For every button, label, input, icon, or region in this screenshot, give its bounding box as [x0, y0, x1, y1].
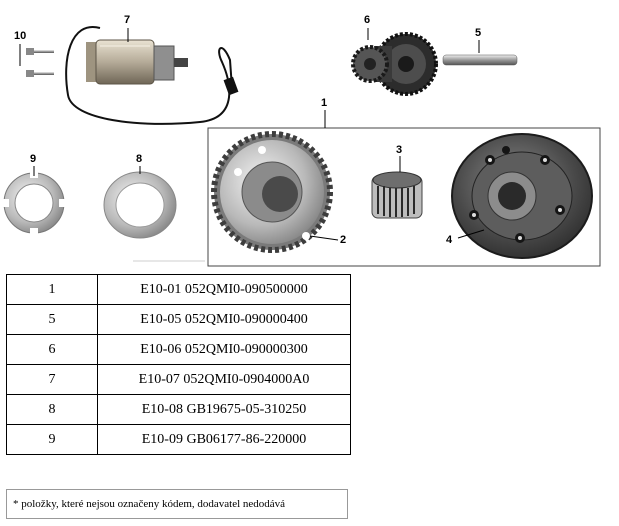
gear-cluster-part-6 — [351, 32, 438, 96]
large-gear-part-2 — [211, 131, 333, 253]
part-number-cell: 8 — [6, 394, 98, 425]
table-row: 7 E10-07 052QMI0-0904000A0 — [6, 364, 351, 395]
callout-3: 3 — [396, 144, 403, 156]
part-number-cell: 5 — [6, 304, 98, 335]
part-number-cell: 6 — [6, 334, 98, 365]
part-code-cell: E10-05 052QMI0-090000400 — [97, 304, 351, 335]
starter-motor-part-7 — [65, 25, 239, 125]
bolt-part-10 — [19, 44, 54, 77]
table-row: 5 E10-05 052QMI0-090000400 — [6, 304, 351, 335]
table-row: 9 E10-09 GB06177-86-220000 — [6, 424, 351, 455]
table-row: 1 E10-01 052QMI0-090500000 — [6, 274, 351, 305]
callout-10: 10 — [14, 30, 27, 42]
part-code-cell: E10-01 052QMI0-090500000 — [97, 274, 351, 305]
callout-4: 4 — [446, 234, 453, 246]
washer-part-8 — [103, 171, 177, 239]
part-code-cell: E10-08 GB19675-05-310250 — [97, 394, 351, 425]
part-number-cell: 9 — [6, 424, 98, 455]
parts-table: 1 E10-01 052QMI0-090500000 5 E10-05 052Q… — [6, 274, 351, 455]
callout-8: 8 — [136, 153, 143, 165]
part-number-cell: 7 — [6, 364, 98, 395]
lock-nut-part-9 — [3, 172, 65, 234]
table-row: 8 E10-08 GB19675-05-310250 — [6, 394, 351, 425]
part-code-cell: E10-07 052QMI0-0904000A0 — [97, 364, 351, 395]
part-code-cell: E10-06 052QMI0-090000300 — [97, 334, 351, 365]
callout-1: 1 — [321, 97, 328, 109]
callout-2: 2 — [340, 234, 347, 246]
callout-6: 6 — [364, 14, 371, 26]
footnote: * položky, které nejsou označeny kódem, … — [6, 489, 348, 519]
part-number-cell: 1 — [6, 274, 98, 305]
clutch-housing-part-4 — [451, 133, 593, 259]
callout-9: 9 — [30, 153, 37, 165]
table-row: 6 E10-06 052QMI0-090000300 — [6, 334, 351, 365]
exploded-parts-diagram: 10 7 6 5 1 9 8 3 2 4 — [3, 14, 601, 267]
needle-bearing-part-3 — [371, 171, 423, 219]
callout-5: 5 — [475, 27, 482, 39]
shaft-part-5 — [442, 54, 518, 66]
part-code-cell: E10-09 GB06177-86-220000 — [97, 424, 351, 455]
callout-7: 7 — [124, 14, 131, 26]
